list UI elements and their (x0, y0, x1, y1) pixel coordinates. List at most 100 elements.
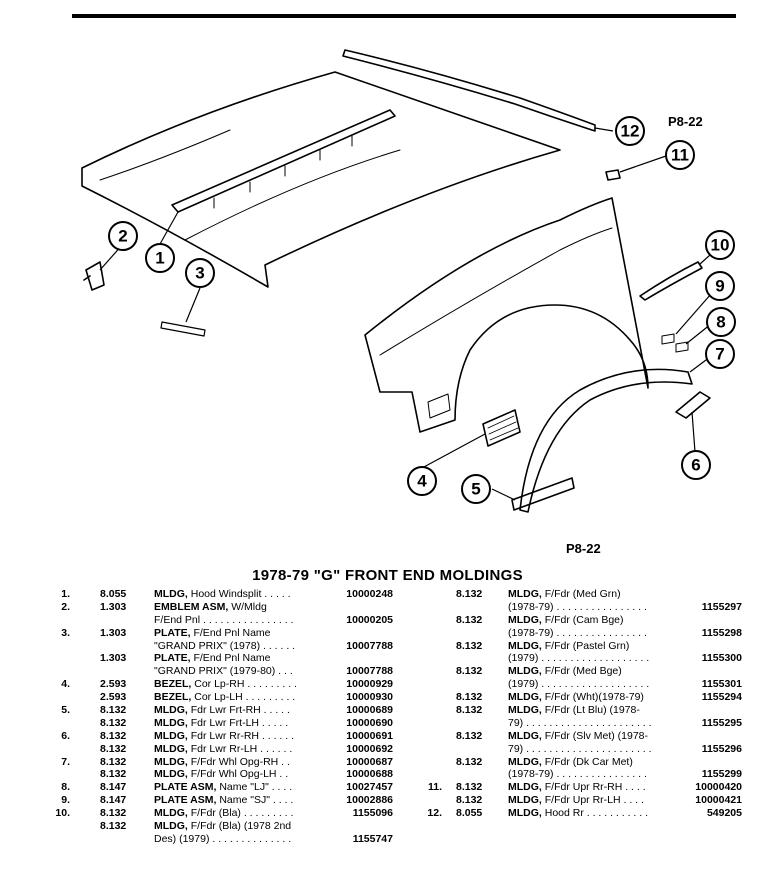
parts-list-row: 8.132 MLDG, F/Fdr Whl Opg-LH . . 10000688 (48, 768, 393, 781)
parts-diagram: 1 2 3 4 5 6 7 8 9 10 11 12 (81, 49, 736, 513)
part-description: MLDG, F/Fdr (Pastel Grn) (508, 640, 629, 653)
hood-crease-2 (184, 149, 401, 241)
group-number: 8.132 (100, 729, 127, 742)
callout-circle-4 (407, 466, 437, 496)
part-name: MLDG, (508, 794, 542, 807)
corner-lamp-bezel (482, 409, 521, 447)
group-number: 8.132 (456, 588, 483, 600)
part-name: MLDG, (154, 755, 188, 768)
item-index: 4. (61, 678, 70, 691)
callout-label: 9 (715, 277, 724, 296)
part-description: BEZEL, Cor Lp-LH . . . . . . . . . (154, 691, 295, 704)
part-description: (1978-79) . . . . . . . . . . . . . . . … (508, 768, 647, 781)
part-description: BEZEL, Cor Lp-RH . . . . . . . . . (154, 678, 297, 691)
group-number: 8.132 (456, 755, 483, 768)
hood-rear-molding (342, 49, 596, 132)
part-description: MLDG, F/Fdr (Cam Bge) (508, 614, 624, 627)
part-number: 1155298 (701, 626, 742, 639)
part-name: MLDG, (154, 820, 188, 833)
part-name: MLDG, (508, 807, 542, 820)
part-description: MLDG, Hood Windsplit . . . . . (154, 588, 291, 601)
callout-circle-10 (705, 230, 735, 260)
part-number: 10000205 (346, 613, 393, 626)
wheel-opening-molding (519, 368, 693, 513)
name-plate-lj (661, 333, 675, 345)
part-description: 79) . . . . . . . . . . . . . . . . . . … (508, 743, 652, 756)
part-description: MLDG, F/Fdr (Lt Blu) (1978- (508, 704, 640, 717)
part-name: MLDG, (508, 781, 542, 794)
part-description: PLATE ASM, Name "LJ" . . . . (154, 781, 292, 794)
callout-circle-7 (705, 339, 735, 369)
callout-label: 5 (471, 480, 480, 499)
part-name: MLDG, (154, 729, 188, 742)
part-number: 10000929 (346, 678, 393, 691)
part-description: "GRAND PRIX" (1978) . . . . . . (154, 640, 295, 653)
emblem-bracket (83, 261, 105, 291)
part-name: BEZEL, (154, 678, 192, 691)
part-detail: F/Fdr (Cam Bge) (541, 613, 624, 626)
callout-circle-12 (615, 116, 645, 146)
item-index: 9. (61, 794, 70, 807)
part-detail: F/Fdr (Slv Met) (1978- (541, 729, 649, 742)
part-name: MLDG, (154, 768, 188, 781)
part-detail: F/Fdr Whl Opg-LH . . (187, 768, 289, 781)
part-number: 10000421 (695, 794, 742, 807)
part-number: 10000930 (346, 691, 393, 704)
part-detail: 79) . . . . . . . . . . . . . . . . . . … (508, 716, 652, 729)
part-number: 10000688 (346, 768, 393, 781)
part-description: MLDG, F/Fdr (Dk Car Met) (508, 756, 633, 769)
group-number: 8.132 (100, 768, 127, 781)
callout-circle-11 (665, 140, 695, 170)
parts-list-row: "GRAND PRIX" (1979-80) . . .10007788 (48, 665, 393, 678)
item-index: 6. (61, 729, 70, 742)
hood-crease (99, 129, 231, 181)
part-detail: F/Fdr (Lt Blu) (1978- (541, 704, 640, 717)
rear-lower-molding (675, 391, 711, 419)
callout-label: 11 (671, 146, 689, 165)
part-detail: F/Fdr (Wht)(1978-79) (541, 691, 644, 704)
part-detail: (1979) . . . . . . . . . . . . . . . . .… (508, 678, 650, 691)
callout-label: 10 (711, 236, 730, 255)
group-number: 8.147 (100, 781, 127, 794)
part-description: MLDG, F/Fdr (Med Bge) (508, 665, 622, 678)
part-detail: F/End Pnl Name (190, 652, 271, 665)
part-name: MLDG, (508, 704, 542, 717)
part-detail: F/Fdr (Dk Car Met) (541, 755, 633, 768)
parts-list-row: (1978-79) . . . . . . . . . . . . . . . … (420, 768, 742, 781)
figure-ref-top: P8-22 (668, 114, 703, 129)
callout-label: 8 (716, 313, 725, 332)
callout-circle-2 (108, 221, 138, 251)
part-description: MLDG, Hood Rr . . . . . . . . . . . (508, 807, 648, 820)
part-number: 1155295 (701, 716, 742, 729)
part-number: 10000420 (695, 781, 742, 794)
part-detail: Hood Windsplit . . . . . (187, 588, 291, 600)
fender-marker-opening (427, 393, 451, 419)
parts-list-row: 79) . . . . . . . . . . . . . . . . . . … (420, 717, 742, 730)
group-number: 8.132 (100, 807, 127, 820)
group-number: 8.132 (100, 716, 127, 729)
part-detail: F/Fdr Upr Rr-RH . . . . (541, 781, 646, 794)
group-number: 8.055 (100, 588, 127, 600)
windsplit-molding (171, 109, 396, 213)
part-description: MLDG, F/Fdr (Bla) (1978 2nd (154, 820, 291, 833)
part-name: MLDG, (508, 588, 542, 600)
part-detail: Cor Lp-LH . . . . . . . . . (191, 691, 296, 704)
part-detail: "GRAND PRIX" (1979-80) . . . (154, 665, 293, 678)
item-index: 10. (55, 807, 70, 820)
part-name: PLATE, (154, 626, 191, 639)
callout-circle-1 (145, 243, 175, 273)
part-description: PLATE ASM, Name "SJ" . . . . (154, 794, 293, 807)
part-description: MLDG, Fdr Lwr Rr-LH . . . . . . (154, 743, 292, 756)
part-description: PLATE, F/End Pnl Name (154, 652, 271, 665)
part-detail: Name "LJ" . . . . (216, 781, 293, 794)
